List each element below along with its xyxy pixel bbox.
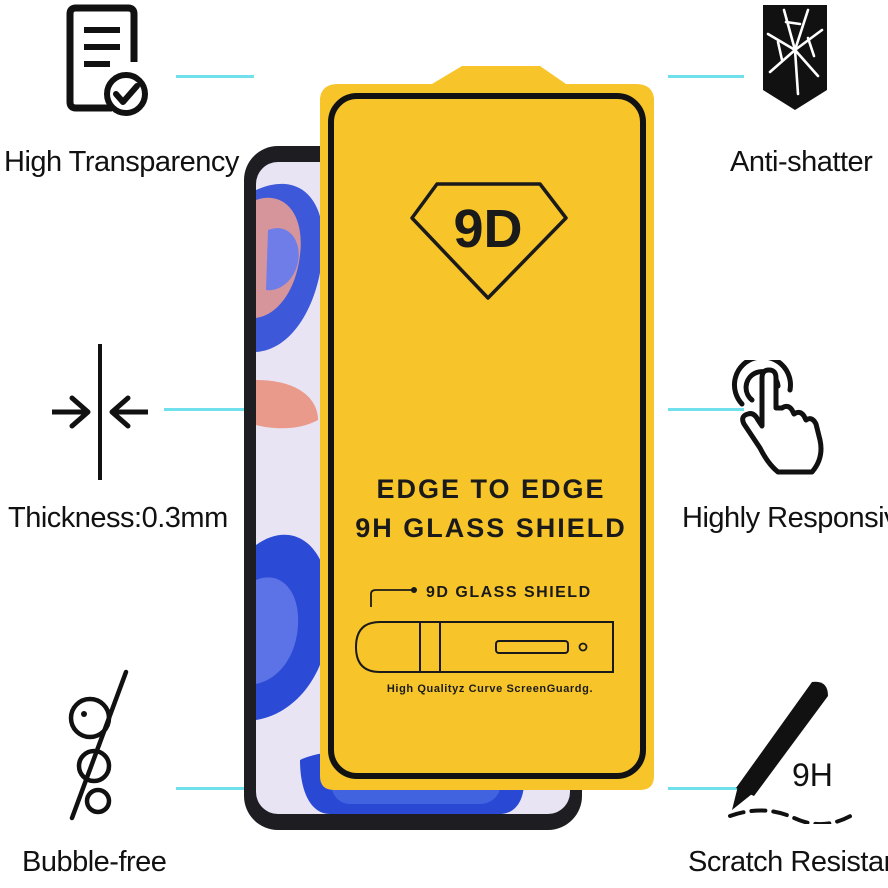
- headline-edge-to-edge: EDGE TO EDGE: [376, 474, 605, 504]
- connector-line-thickness: [164, 408, 244, 411]
- feature-label-anti-shatter: Anti-shatter: [730, 146, 873, 178]
- protector-diagram: 9D GLASS SHIELD High Qualityz Curve Scre…: [354, 584, 614, 695]
- feature-label-highly-responsive: Highly Responsive: [682, 502, 888, 534]
- feature-label-thickness: Thickness:0.3mm: [8, 502, 228, 534]
- scratch-pen-icon: 9H: [728, 681, 856, 824]
- screen-protector: 9D EDGE TO EDGE 9H GLASS SHIELD 9D GLASS…: [320, 66, 654, 790]
- badge-9d: 9D: [410, 182, 568, 300]
- bubble-free-icon: [68, 669, 129, 821]
- touch-hand-icon: [731, 360, 824, 475]
- connector-line-bubble-free: [176, 787, 254, 790]
- connector-line-scratch-resistant: [668, 787, 744, 790]
- hardness-9h-text: 9H: [792, 757, 833, 793]
- thin-arrows-icon: [52, 344, 148, 480]
- diagram-title: 9D GLASS SHIELD: [426, 584, 592, 601]
- connector-line-anti-shatter: [668, 75, 744, 78]
- document-check-icon: [66, 4, 148, 116]
- connector-line-highly-responsive: [668, 408, 744, 411]
- feature-label-scratch-resistant: Scratch Resistant: [688, 846, 888, 878]
- badge-9d-text: 9D: [453, 199, 522, 259]
- feature-label-bubble-free: Bubble-free: [22, 846, 167, 878]
- headline-glass-shield: 9H GLASS SHIELD: [355, 513, 627, 543]
- diagram-caption: High Qualityz Curve ScreenGuardg.: [387, 683, 593, 695]
- shattered-glass-icon: [763, 5, 827, 110]
- feature-label-high-transparency: High Transparency: [4, 146, 239, 178]
- connector-line-high-transparency: [176, 75, 254, 78]
